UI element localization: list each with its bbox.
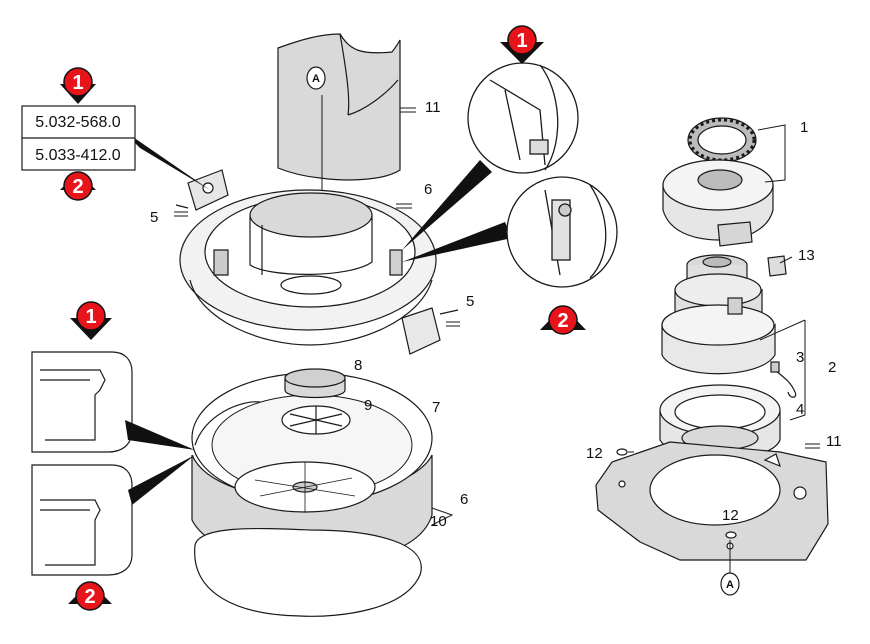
callout-2: 2: [828, 359, 836, 376]
filter-disc-part-10: [194, 527, 422, 617]
detail-view-circle-1-top: [467, 62, 579, 174]
callout-10: 10: [430, 513, 447, 530]
svg-text:2: 2: [84, 586, 95, 608]
svg-text:A: A: [312, 73, 320, 85]
callout-11-top: 11: [425, 99, 441, 116]
svg-text:A: A: [726, 579, 734, 591]
part-number-table: 5.032-568.0 5.033-412.0: [21, 105, 136, 171]
part-number-alternate: 5.033-412.0: [35, 147, 121, 164]
callout-13: 13: [798, 247, 815, 264]
callout-11-right: 11: [826, 433, 842, 450]
base-plate: [595, 441, 829, 561]
part-number-primary: 5.032-568.0: [35, 114, 121, 131]
detail-profile-box-1: [31, 351, 133, 453]
latch-bracket-right: [401, 307, 459, 355]
svg-text:1: 1: [516, 30, 527, 52]
float-disc-part-8: [284, 368, 346, 399]
callout-4: 4: [796, 401, 804, 418]
svg-text:1: 1: [85, 306, 96, 328]
variant-badge-2-middle: 2: [540, 305, 586, 335]
callout-8: 8: [354, 357, 362, 374]
callout-1: 1: [800, 119, 808, 136]
callout-9: 9: [364, 397, 372, 414]
variant-badge-1-lower-left: 1: [70, 301, 112, 340]
svg-text:1: 1: [72, 72, 83, 94]
clip-part-13: [767, 255, 787, 277]
washer-part-12-right: [725, 531, 737, 539]
callout-5-left: 5: [150, 209, 158, 226]
gasket-ring-part-1: [687, 117, 757, 163]
grid-insert-part-9: [281, 405, 351, 435]
filter-cylinder-part-11: [277, 33, 401, 181]
upper-housing-ring: [179, 189, 437, 346]
callout-7: 7: [432, 399, 440, 416]
detail-view-circle-2-top: [506, 176, 618, 288]
variant-badge-2-bottom-left: 2: [68, 581, 112, 611]
callout-12-right: 12: [722, 507, 739, 524]
detail-pointer-top: [120, 128, 512, 262]
variant-badge-1-top-left: 1: [60, 67, 96, 104]
variant-badge-2-top-left: 2: [60, 171, 96, 201]
callout-6-bottom: 6: [460, 491, 468, 508]
svg-text:2: 2: [72, 176, 83, 198]
svg-text:2: 2: [557, 310, 568, 332]
motor-unit: [661, 254, 776, 375]
variant-badge-1-top-center: 1: [500, 25, 544, 64]
callout-6-top: 6: [424, 181, 432, 198]
latch-bracket-left: [175, 169, 229, 211]
detail-pointer-bottom: [125, 420, 195, 505]
callout-3: 3: [796, 349, 804, 366]
detail-profile-box-2: [31, 464, 133, 576]
reference-marker-top: A: [306, 66, 326, 90]
callout-12-left: 12: [586, 445, 603, 462]
washer-part-12-left: [616, 448, 628, 456]
reference-marker-bottom: A: [720, 572, 740, 596]
motor-cover: [662, 159, 774, 247]
cable-part-3: [770, 361, 797, 398]
callout-5-right: 5: [466, 293, 474, 310]
